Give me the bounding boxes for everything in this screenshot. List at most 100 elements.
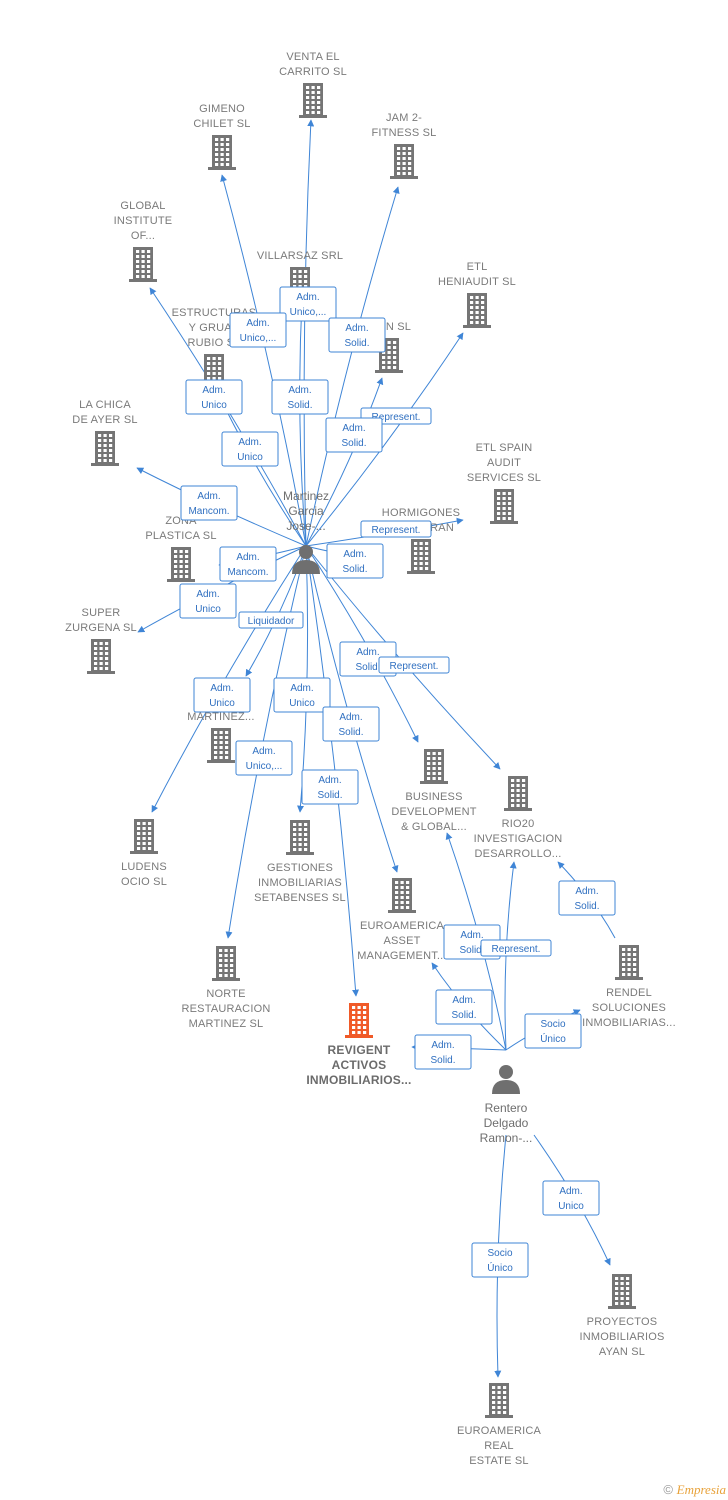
relation-label-euroasset[interactable]: Adm.Solid. <box>435 989 493 1025</box>
relation-label-ludens[interactable]: Adm.Unico <box>193 677 251 713</box>
relation-label-proyectos[interactable]: Adm. Unico <box>542 1180 600 1216</box>
relation-label-venta[interactable]: Adm.Unico,... <box>279 286 337 322</box>
company-label: DEVELOPMENT <box>391 806 476 818</box>
company-label: AUDIT <box>487 457 521 469</box>
person-node-p1[interactable]: MartinezGarciaJose-... <box>283 489 329 574</box>
company-label: EUROAMERICA <box>457 1425 542 1437</box>
relation-text: Adm. <box>345 323 368 334</box>
relation-text: Adm. <box>452 995 475 1006</box>
relation-label-hormigones[interactable]: Adm.Solid. <box>326 543 384 579</box>
relation-text: Unico <box>201 400 227 411</box>
building-icon <box>208 135 236 170</box>
relation-text: Mancom. <box>188 506 229 517</box>
relation-label-rio20[interactable]: Represent. <box>480 939 552 957</box>
relation-label-chica[interactable]: Adm. Mancom. <box>180 485 238 521</box>
relation-text: Adm. <box>246 318 269 329</box>
relation-text: Solid. <box>459 945 484 956</box>
building-icon <box>286 820 314 855</box>
relation-text: Adm. <box>339 712 362 723</box>
relation-edge-p1-amartinez <box>245 545 307 677</box>
relation-edge-p1-suin <box>305 377 384 547</box>
relation-label-super[interactable]: Adm. Unico <box>179 583 237 619</box>
relation-text: Mancom. <box>227 567 268 578</box>
company-label: INVESTIGACION <box>474 833 563 845</box>
relation-text: Adm. <box>196 589 219 600</box>
company-label: OCIO SL <box>121 876 167 888</box>
relation-label-gimeno[interactable]: Adm.Unico,... <box>229 312 287 348</box>
company-label: RESTAURACION <box>182 1003 271 1015</box>
building-icon <box>504 776 532 811</box>
relation-label-euroasset[interactable]: Adm.Solid. <box>322 706 380 742</box>
relation-label-norte[interactable]: Adm.Unico,... <box>235 740 293 776</box>
company-node-rendel[interactable]: RENDELSOLUCIONESINMOBILIARIAS... <box>582 945 676 1029</box>
relation-label-estructuras[interactable]: Adm.Unico <box>221 431 279 467</box>
relation-label-revigent[interactable]: Adm.Solid. <box>301 769 359 805</box>
relation-text: Unico <box>558 1201 584 1212</box>
relation-label-gestiones[interactable]: Adm.Unico <box>273 677 331 713</box>
company-label: ZURGENA SL <box>65 622 137 634</box>
company-node-super[interactable]: SUPER ZURGENA SL <box>65 607 137 674</box>
company-label: RENDEL <box>606 987 652 999</box>
company-label: PLASTICA SL <box>145 530 216 542</box>
company-label: SUPER <box>82 607 121 619</box>
company-node-euroasset[interactable]: EUROAMERICAASSETMANAGEMENT... <box>357 878 446 962</box>
company-label: GIMENO <box>199 103 245 115</box>
person-label: Martinez <box>283 489 329 503</box>
company-label: ESTATE SL <box>469 1455 528 1467</box>
relation-label-global[interactable]: Adm.Unico <box>185 379 243 415</box>
relation-label-villarsaz[interactable]: Adm.Solid. <box>271 379 329 415</box>
relation-text: Adm. <box>460 930 483 941</box>
relation-label-jam[interactable]: Adm.Solid. <box>328 317 386 353</box>
relation-text: Adm. <box>318 775 341 786</box>
company-label: & GLOBAL... <box>401 821 467 833</box>
company-node-jam[interactable]: JAM 2-FITNESS SL <box>372 112 437 179</box>
relation-text: Adm. <box>290 683 313 694</box>
relation-text: Liquidador <box>248 616 295 627</box>
relation-text: Unico <box>237 452 263 463</box>
building-icon <box>463 293 491 328</box>
relation-label-rio20[interactable]: Adm.Solid. <box>558 880 616 916</box>
relation-text: Adm. <box>197 491 220 502</box>
company-node-revigent[interactable]: REVIGENTACTIVOSINMOBILIARIOS... <box>306 1003 411 1087</box>
relation-text: Adm. <box>559 1186 582 1197</box>
relation-label-zona[interactable]: Adm.Mancom. <box>219 546 277 582</box>
relation-edge-p1-villarsaz <box>298 299 307 547</box>
person-icon <box>292 545 320 574</box>
relation-text: Adm. <box>296 292 319 303</box>
company-node-amartinez[interactable]: AMARTINEZ... <box>187 696 254 763</box>
relation-text: Solid. <box>287 400 312 411</box>
relation-label-rio20[interactable]: Represent. <box>378 656 450 674</box>
relation-text: Adm. <box>342 423 365 434</box>
relation-label-amartinez[interactable]: Liquidador <box>238 611 304 629</box>
company-label: ETL <box>467 261 488 273</box>
person-node-p2[interactable]: RenteroDelgadoRamon-... <box>480 1065 533 1145</box>
footer-credit[interactable]: © Empresia <box>663 1482 726 1498</box>
company-label: NORTE <box>206 988 245 1000</box>
company-node-global[interactable]: GLOBALINSTITUTEOF... <box>114 200 173 282</box>
company-label: RUBIO SL <box>188 337 241 349</box>
company-node-rio20[interactable]: RIO20INVESTIGACIONDESARROLLO... <box>474 776 563 860</box>
relation-label-revigent[interactable]: Adm.Solid. <box>414 1034 472 1070</box>
relation-label-suin[interactable]: Adm.Solid. <box>325 417 383 453</box>
relation-label-etlspain[interactable]: Represent. <box>360 520 432 538</box>
company-node-hormigones[interactable]: HORMIGONESALMICERAN <box>382 507 460 574</box>
relation-text: Unico <box>195 604 221 615</box>
building-icon <box>299 83 327 118</box>
company-label: DESARROLLO... <box>475 848 562 860</box>
relation-edge-p1-gimeno <box>220 174 307 547</box>
